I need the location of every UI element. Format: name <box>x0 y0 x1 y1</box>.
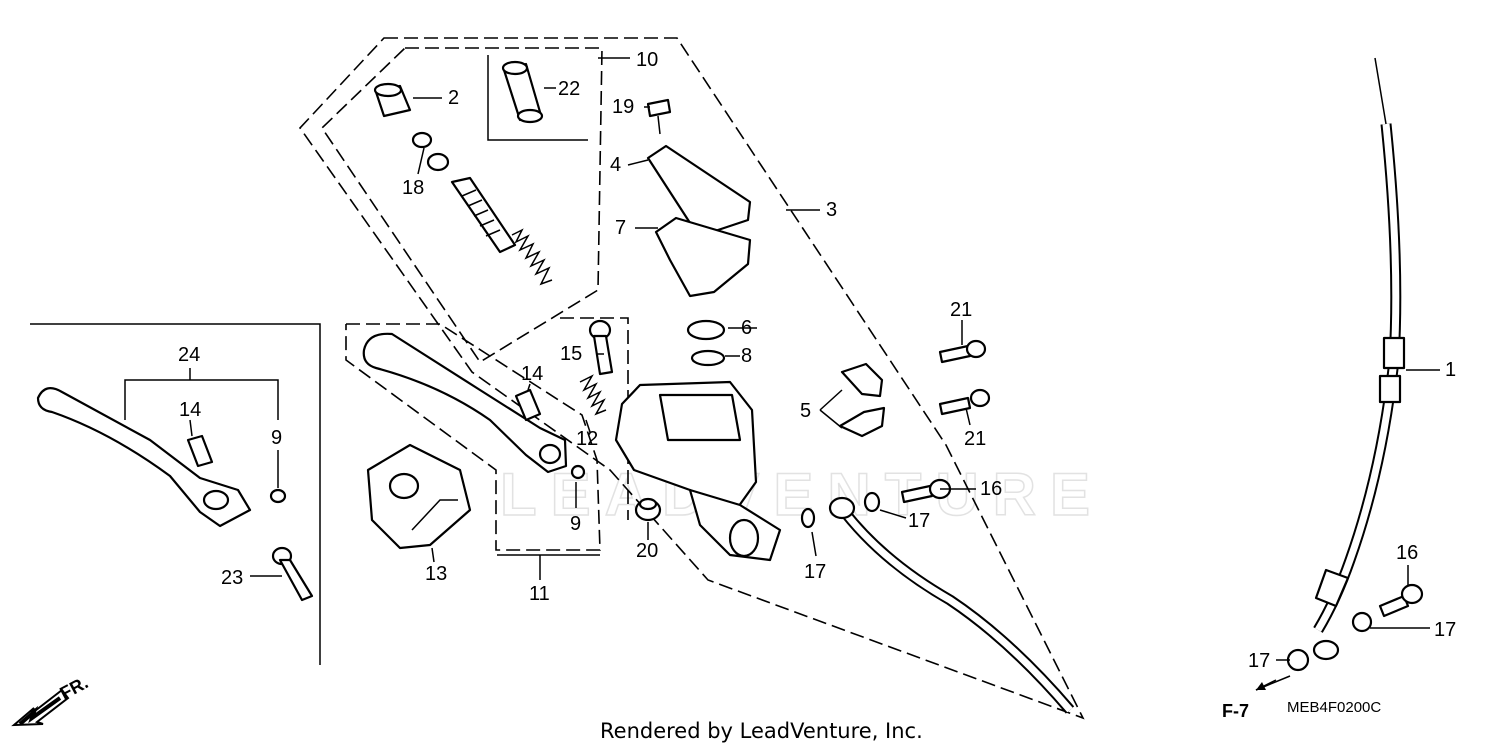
callout-13: 13 <box>425 563 447 585</box>
callout-23: 23 <box>221 567 243 589</box>
dust-seal-part <box>501 60 544 124</box>
callout-21-upper: 21 <box>950 299 972 321</box>
holder-bolt-part-lower <box>938 388 991 416</box>
callout-10: 10 <box>636 49 658 71</box>
left-lever-frame <box>30 323 321 665</box>
leader-lines <box>124 57 1440 691</box>
callout-14-center: 14 <box>521 363 543 385</box>
boot-cap-part <box>634 497 662 522</box>
callout-20: 20 <box>636 540 658 562</box>
callout-9-center: 9 <box>570 513 581 535</box>
callout-22: 22 <box>558 78 580 100</box>
callout-16-center: 16 <box>980 478 1002 500</box>
ring-part-center <box>570 464 586 480</box>
callout-18: 18 <box>402 177 424 199</box>
callout-9-left: 9 <box>271 427 282 449</box>
callout-17-2: 17 <box>908 510 930 532</box>
sealing-washer-part-4 <box>1351 611 1373 633</box>
handlebar-holder-part <box>838 362 886 438</box>
sealing-washer-part-1 <box>800 507 816 529</box>
brake-lever-part <box>362 332 568 474</box>
callout-24: 24 <box>178 344 200 366</box>
washer-part <box>426 152 450 172</box>
lever-spring-part <box>579 374 607 416</box>
circlip-part <box>411 131 433 149</box>
piston-boot-part <box>373 82 412 118</box>
lever-part-left <box>36 387 252 528</box>
callout-11: 11 <box>529 583 550 605</box>
lever-set-outline <box>345 323 601 551</box>
callout-19: 19 <box>612 96 634 118</box>
diaphragm-part <box>654 216 752 298</box>
callout-8: 8 <box>741 345 752 367</box>
bolt-part <box>271 546 314 602</box>
callout-5: 5 <box>800 400 811 422</box>
callout-14-left: 14 <box>179 399 201 421</box>
master-cylinder-body-part <box>614 380 782 562</box>
callout-3: 3 <box>826 199 837 221</box>
sealing-washer-part-2 <box>863 491 881 513</box>
callout-15: 15 <box>560 343 582 365</box>
brake-hose-part <box>828 123 1406 714</box>
holder-bolt-part-upper <box>938 339 987 364</box>
callout-21-lower: 21 <box>964 428 986 450</box>
callout-2: 2 <box>448 87 459 109</box>
cap-screw-part <box>646 98 672 135</box>
piston-subset-box <box>487 55 588 141</box>
reservoir-cap-part <box>646 144 752 234</box>
ring-part-left <box>269 488 287 504</box>
master-cylinder-assembly-outline <box>298 37 1085 720</box>
front-direction-arrow-icon <box>11 688 70 727</box>
credit-text: Rendered by LeadVenture, Inc. <box>600 719 923 743</box>
page-ref-label[interactable]: F-7 <box>1222 701 1249 721</box>
callout-4: 4 <box>610 154 621 176</box>
diagram-code: MEB4F0200C <box>1287 699 1381 716</box>
piston-part <box>450 176 517 254</box>
return-spring-part <box>511 228 553 286</box>
piston-set-outline <box>320 47 603 364</box>
adjuster-part-left <box>186 434 214 468</box>
page-ref-arrow-icon <box>1255 679 1277 691</box>
callout-7: 7 <box>615 217 626 239</box>
sealing-washer-part-3 <box>1286 648 1310 672</box>
callout-6: 6 <box>741 317 752 339</box>
callout-16-right: 16 <box>1396 542 1418 564</box>
callout-17-1: 17 <box>804 561 826 583</box>
lever-cover-part <box>366 443 472 550</box>
pivot-bolt-part <box>588 319 614 376</box>
callout-17-4: 17 <box>1434 619 1456 641</box>
float-ring-part <box>690 349 726 367</box>
oil-bolt-part-right <box>1378 583 1424 618</box>
adjuster-part-center <box>514 388 542 422</box>
float-part <box>686 319 726 341</box>
callout-1: 1 <box>1445 359 1456 381</box>
callout-17-3: 17 <box>1248 650 1270 672</box>
callout-12: 12 <box>576 428 598 450</box>
